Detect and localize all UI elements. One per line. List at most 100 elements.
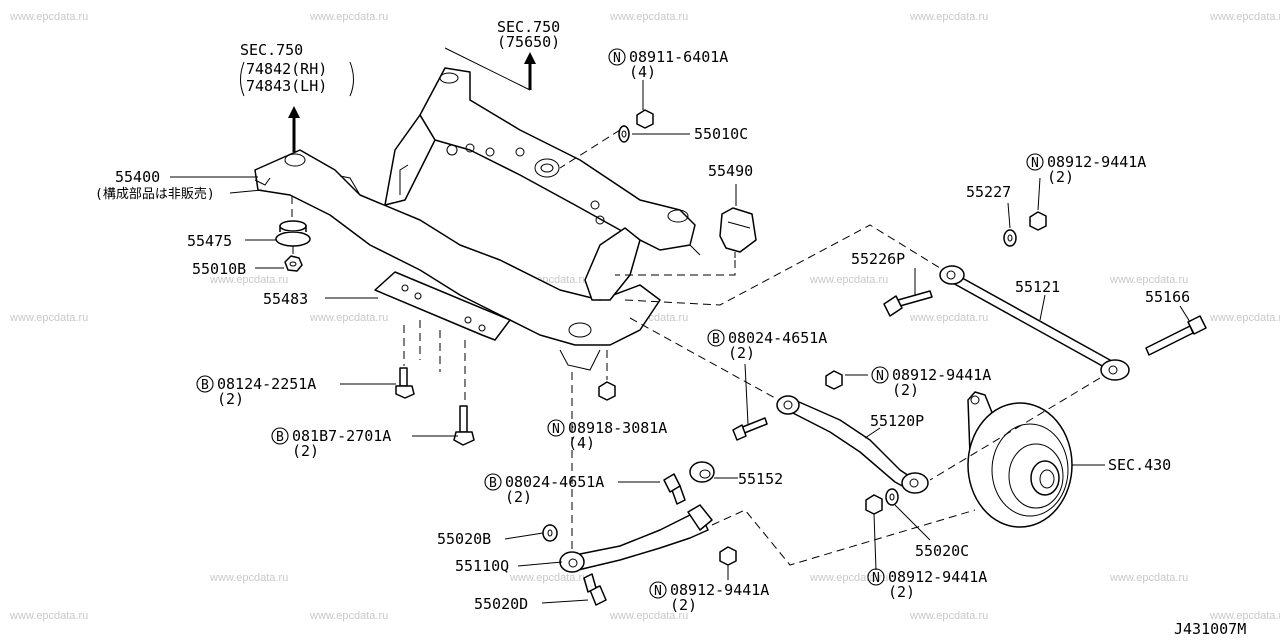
rear-subframe-55400[interactable] — [254, 67, 701, 371]
bolt-08024-4651a[interactable] — [732, 417, 768, 441]
label-55010b: 55010B — [192, 260, 246, 278]
b-badge-icon — [707, 329, 725, 347]
label-08912-9441a: 08912-9441A — [1047, 153, 1146, 171]
watermark: www.epcdata.ru — [809, 274, 888, 286]
leader-lines — [170, 80, 1191, 604]
watermark: www.epcdata.ru — [609, 610, 688, 622]
badge-n: N — [1031, 156, 1039, 171]
label-08124-qty: (2) — [217, 390, 244, 408]
label-55475: 55475 — [187, 232, 232, 250]
link-55120p[interactable] — [776, 395, 929, 494]
label-08024-4651a: 08024-4651A — [728, 329, 827, 347]
n-badge-icon — [649, 581, 667, 599]
washer-55010c[interactable] — [618, 125, 630, 143]
diagram-id: J431007M — [1174, 620, 1246, 638]
bolt-081b7-2701a[interactable] — [453, 405, 475, 446]
bolt-08124-2251a[interactable] — [395, 367, 415, 399]
label-08912-9441a: 08912-9441A — [892, 366, 991, 384]
nut-08918-3081a[interactable] — [598, 381, 616, 401]
label-08912-9441a: 08912-9441A — [670, 581, 769, 599]
bracket-55490[interactable] — [719, 207, 757, 258]
badge-b: B — [712, 332, 720, 347]
label-08918-3081a: 08918-3081A — [568, 419, 667, 437]
washer-55020b[interactable] — [542, 524, 558, 542]
badge-b: B — [276, 430, 284, 445]
watermark: www.epcdata.ru — [909, 11, 988, 23]
badge-n: N — [552, 422, 560, 437]
label-55010c: 55010C — [694, 125, 748, 143]
bolt-55166[interactable] — [1145, 315, 1207, 356]
dashed-connection-lines — [291, 129, 1101, 566]
label-55020c: 55020C — [915, 542, 969, 560]
insulator-55475[interactable] — [275, 220, 311, 247]
label-08024-qty: (2) — [728, 344, 755, 362]
label-55020d: 55020D — [474, 595, 528, 613]
washer-55227[interactable] — [1003, 229, 1017, 247]
badge-n: N — [654, 584, 662, 599]
bolt-08024-4651a[interactable] — [663, 473, 686, 505]
label-55152: 55152 — [738, 470, 783, 488]
badge-n: N — [872, 571, 880, 586]
n-badge-icon — [547, 419, 565, 437]
label-55166: 55166 — [1145, 288, 1190, 306]
b-badge-icon — [196, 375, 214, 393]
label-55490: 55490 — [708, 162, 753, 180]
label-55121: 55121 — [1015, 278, 1060, 296]
label-08124-2251a: 08124-2251A — [217, 375, 316, 393]
watermark: www.epcdata.ru — [609, 11, 688, 23]
n-badge-icon — [608, 48, 626, 66]
washer-55010b[interactable] — [284, 255, 303, 272]
n-badge-icon — [871, 366, 889, 384]
badge-n: N — [876, 369, 884, 384]
label-55227: 55227 — [966, 183, 1011, 201]
washer-55020c[interactable] — [885, 488, 899, 506]
watermark: www.epcdata.ru — [9, 610, 88, 622]
watermark: www.epcdata.ru — [9, 312, 88, 324]
bolt-55226p[interactable] — [883, 290, 933, 317]
label-sec-750-top: SEC.750 — [497, 18, 560, 36]
watermark: www.epcdata.ru — [1109, 572, 1188, 584]
label-55226p: 55226P — [851, 250, 905, 268]
watermark: www.epcdata.ru — [209, 572, 288, 584]
bracket-right — [349, 61, 354, 97]
badge-n: N — [613, 51, 621, 66]
label-74842-rh: 74842(RH) — [246, 60, 327, 78]
label-55483: 55483 — [263, 290, 308, 308]
nut-08912-9441a[interactable] — [719, 546, 737, 566]
b-badge-icon — [271, 427, 289, 445]
label-08912-9441a: 08912-9441A — [888, 568, 987, 586]
label-74843-lh: 74843(LH) — [246, 77, 327, 95]
label-55400: 55400 — [115, 168, 160, 186]
label-08024-qty: (2) — [505, 488, 532, 506]
lateral-link-55121[interactable] — [939, 265, 1130, 381]
brake-hub-assembly[interactable] — [967, 391, 1073, 528]
label-08911-qty: (4) — [629, 63, 656, 81]
nut-08911-6401a[interactable] — [636, 109, 654, 129]
label-08912-qty: (2) — [892, 381, 919, 399]
part-labels: SEC.750 (75650) SEC.750 74842(RH) 74843(… — [95, 18, 1246, 638]
b-badge-icon — [484, 473, 502, 491]
label-081b7-qty: (2) — [292, 442, 319, 460]
plate-55483[interactable] — [374, 271, 511, 341]
bolt-55020d[interactable] — [583, 573, 607, 606]
nut-08912-9441a[interactable] — [1029, 211, 1047, 231]
label-55020b: 55020B — [437, 530, 491, 548]
label-08911-6401a: 08911-6401A — [629, 48, 728, 66]
label-08912-qty: (2) — [888, 583, 915, 601]
arrow-sec-750-left — [288, 106, 300, 152]
bushing-55152[interactable] — [689, 461, 715, 483]
link-55110q[interactable] — [559, 504, 713, 573]
badge-b: B — [201, 378, 209, 393]
label-55120p: 55120P — [870, 412, 924, 430]
watermark: www.epcdata.ru — [309, 312, 388, 324]
label-08912-qty: (2) — [670, 596, 697, 614]
label-55110q: 55110Q — [455, 557, 509, 575]
n-badge-icon — [1026, 153, 1044, 171]
badge-b: B — [489, 476, 497, 491]
label-sec-750-left: SEC.750 — [240, 41, 303, 59]
nut-08912-9441a[interactable] — [825, 370, 843, 390]
label-sec-430: SEC.430 — [1108, 456, 1171, 474]
nut-08912-9441a[interactable] — [865, 494, 883, 515]
